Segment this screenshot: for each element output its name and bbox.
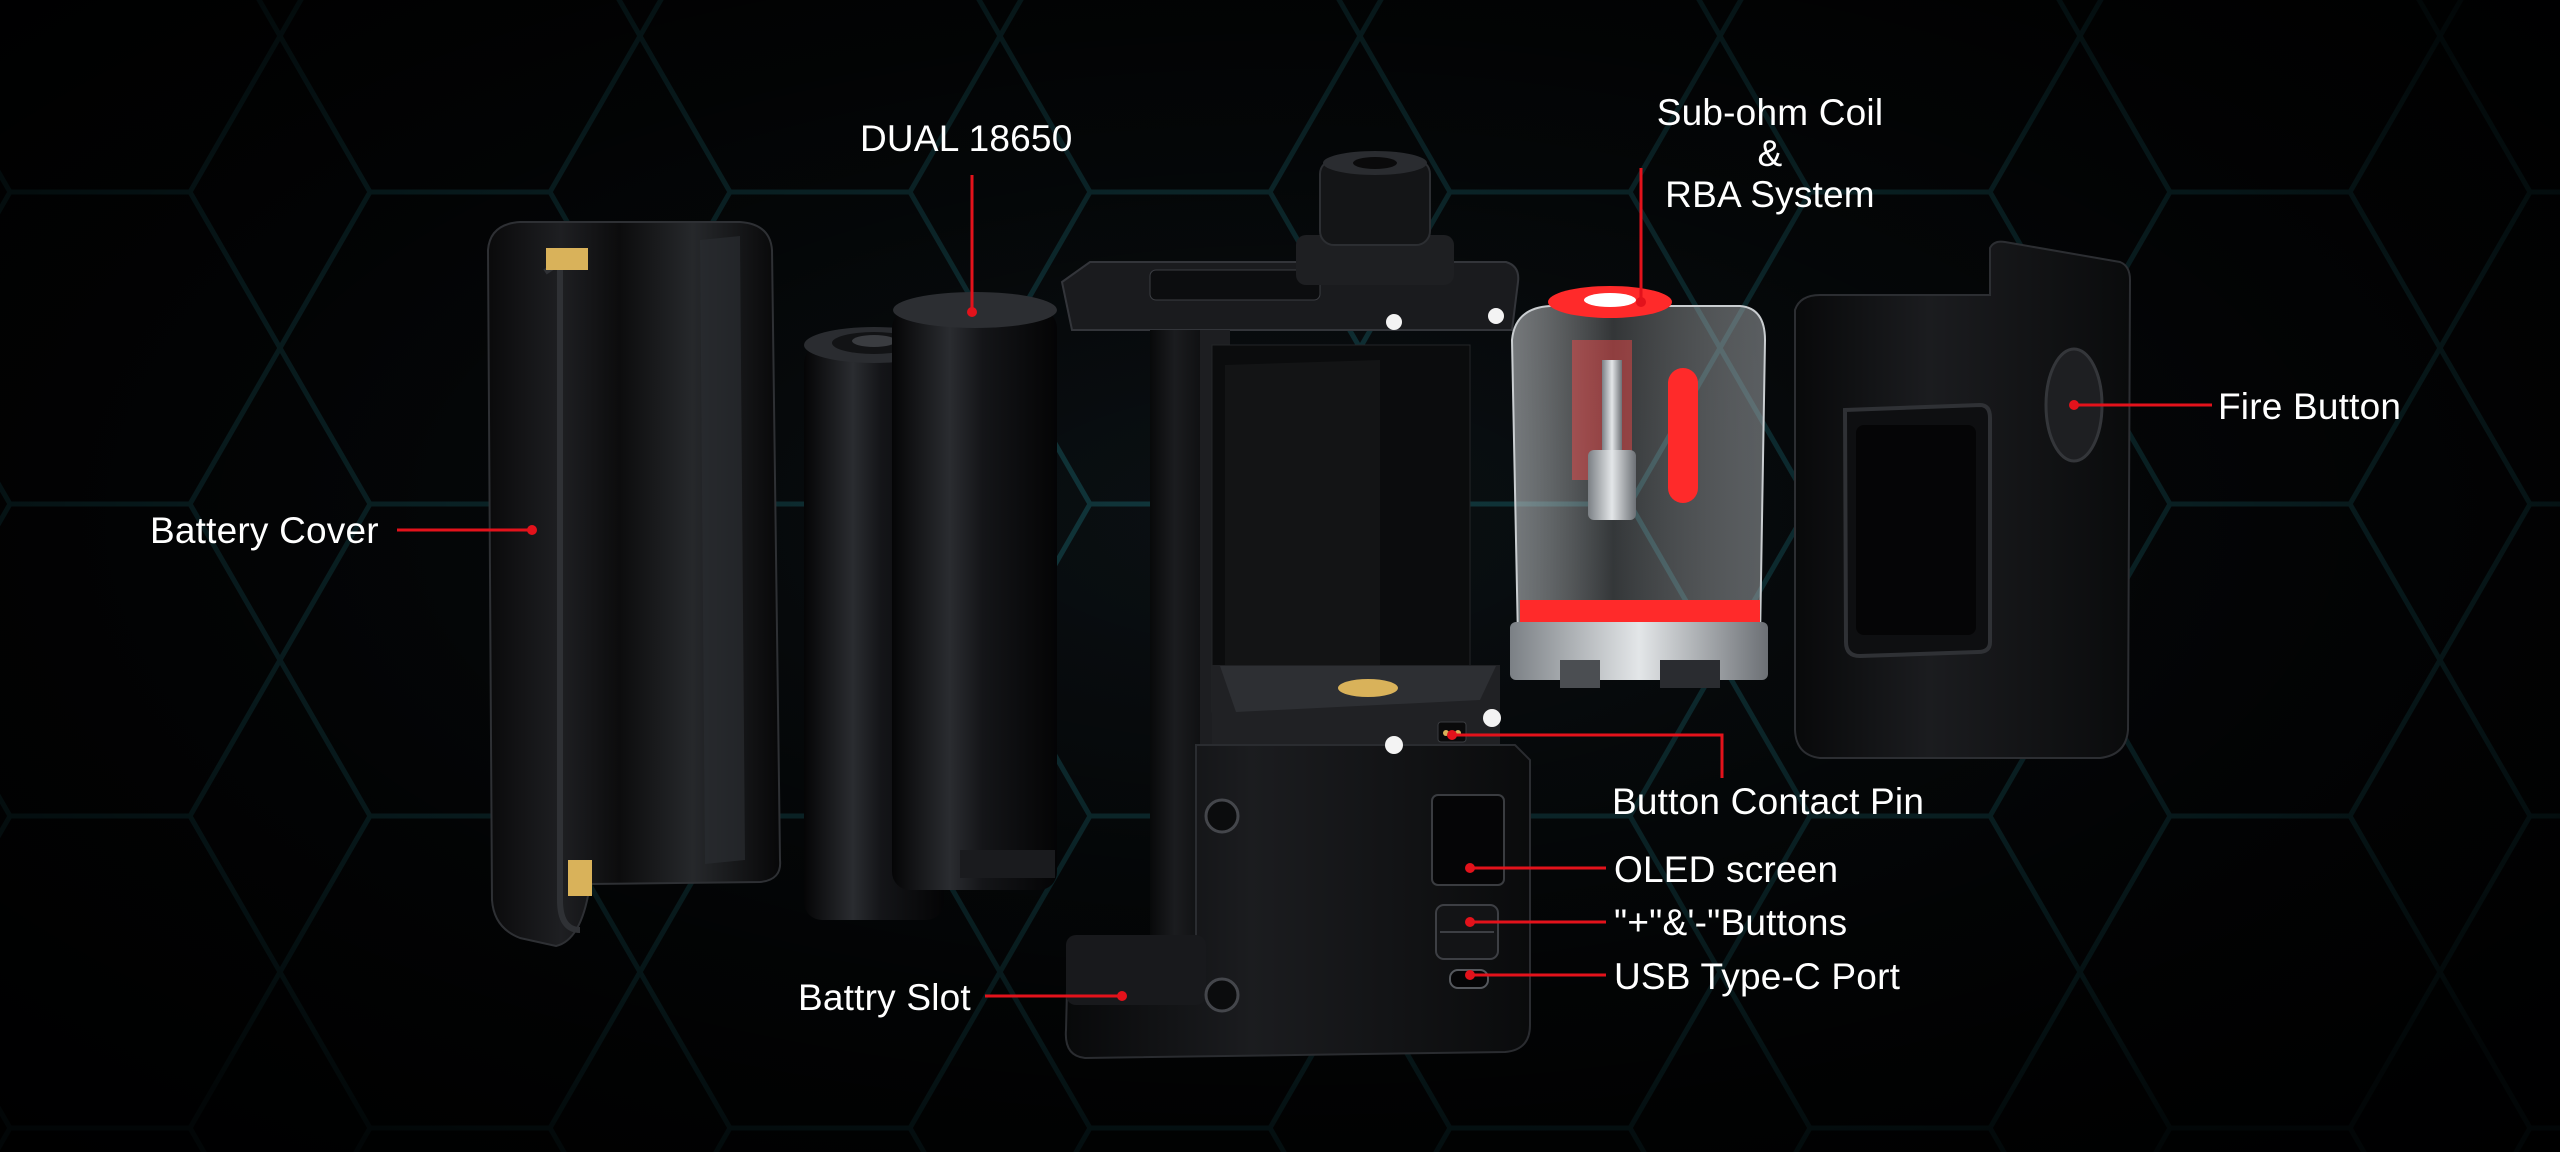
label-coil-line3: RBA System bbox=[1665, 174, 1875, 215]
label-plus-minus-buttons: "+"&'-"Buttons bbox=[1614, 902, 1848, 943]
oled-screen-part bbox=[1431, 794, 1505, 886]
top-contact-pin bbox=[1386, 314, 1402, 330]
gold-contact-top bbox=[546, 248, 588, 270]
label-fire-button: Fire Button bbox=[2218, 386, 2402, 427]
battery-cover-part bbox=[486, 221, 782, 948]
label-coil-rba: Sub-ohm Coil & RBA System bbox=[1590, 92, 1950, 215]
label-oled-screen: OLED screen bbox=[1614, 849, 1839, 890]
red-cotton-indicator bbox=[1668, 368, 1698, 503]
label-usb-type-c-port: USB Type-C Port bbox=[1614, 956, 1901, 997]
label-coil-line2: & bbox=[1757, 133, 1783, 174]
gold-contact-bottom bbox=[568, 860, 592, 896]
label-dual-18650: DUAL 18650 bbox=[860, 118, 1073, 159]
battery-cell-right bbox=[892, 292, 1057, 890]
label-button-contact-pin: Button Contact Pin bbox=[1612, 781, 1925, 822]
pod-cartridge-part bbox=[1510, 286, 1768, 688]
label-battery-cover: Battery Cover bbox=[150, 510, 379, 551]
main-body-part bbox=[1060, 151, 1531, 1060]
label-battery-slot: Battry Slot bbox=[798, 977, 971, 1018]
label-coil-line1: Sub-ohm Coil bbox=[1656, 92, 1884, 133]
fire-button-cover-part bbox=[1794, 240, 2132, 759]
leader-lines bbox=[397, 168, 2212, 1001]
